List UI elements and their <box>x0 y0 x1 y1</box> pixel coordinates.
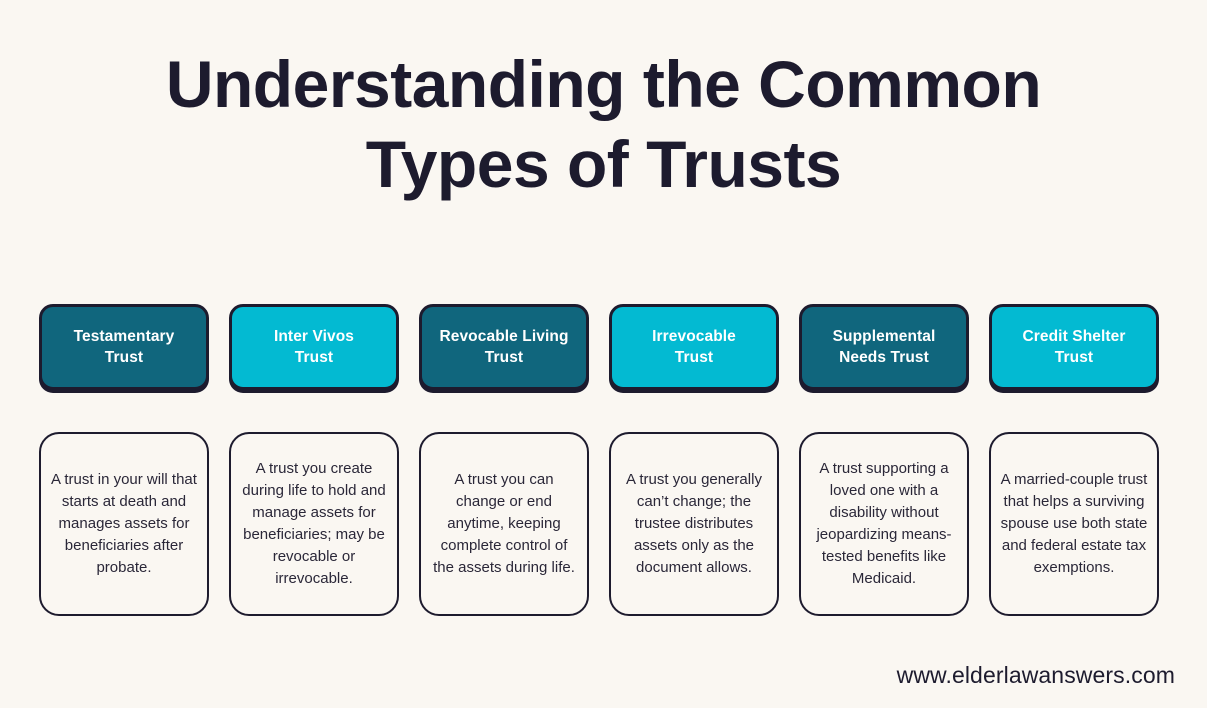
trust-description-card: A married-couple trust that helps a surv… <box>989 432 1159 616</box>
page-title-line-1: Understanding the Common <box>165 47 1042 121</box>
trust-description-text: A trust you create during life to hold a… <box>242 460 386 587</box>
trust-description-text: A married-couple trust that helps a surv… <box>1000 471 1148 576</box>
trust-description-text: A trust you generally can’t change; the … <box>626 471 762 576</box>
page-title: Understanding the Common Types of Trusts <box>0 44 1207 204</box>
trust-description-card: A trust you can change or end anytime, k… <box>419 432 589 616</box>
trust-description-text: A trust you can change or end anytime, k… <box>433 471 575 576</box>
trust-description-card: A trust in your will that starts at deat… <box>39 432 209 616</box>
website-url: www.elderlawanswers.com <box>896 662 1175 688</box>
page-title-line-2: Types of Trusts <box>365 127 842 201</box>
trust-description-text: A trust in your will that starts at deat… <box>51 471 197 576</box>
trust-description-text: A trust supporting a loved one with a di… <box>816 460 952 587</box>
trust-description-card: A trust you create during life to hold a… <box>229 432 399 616</box>
trust-description-card: A trust supporting a loved one with a di… <box>799 432 969 616</box>
footer: www.elderlawanswers.com <box>897 660 1175 690</box>
trust-description-card: A trust you generally can’t change; the … <box>609 432 779 616</box>
